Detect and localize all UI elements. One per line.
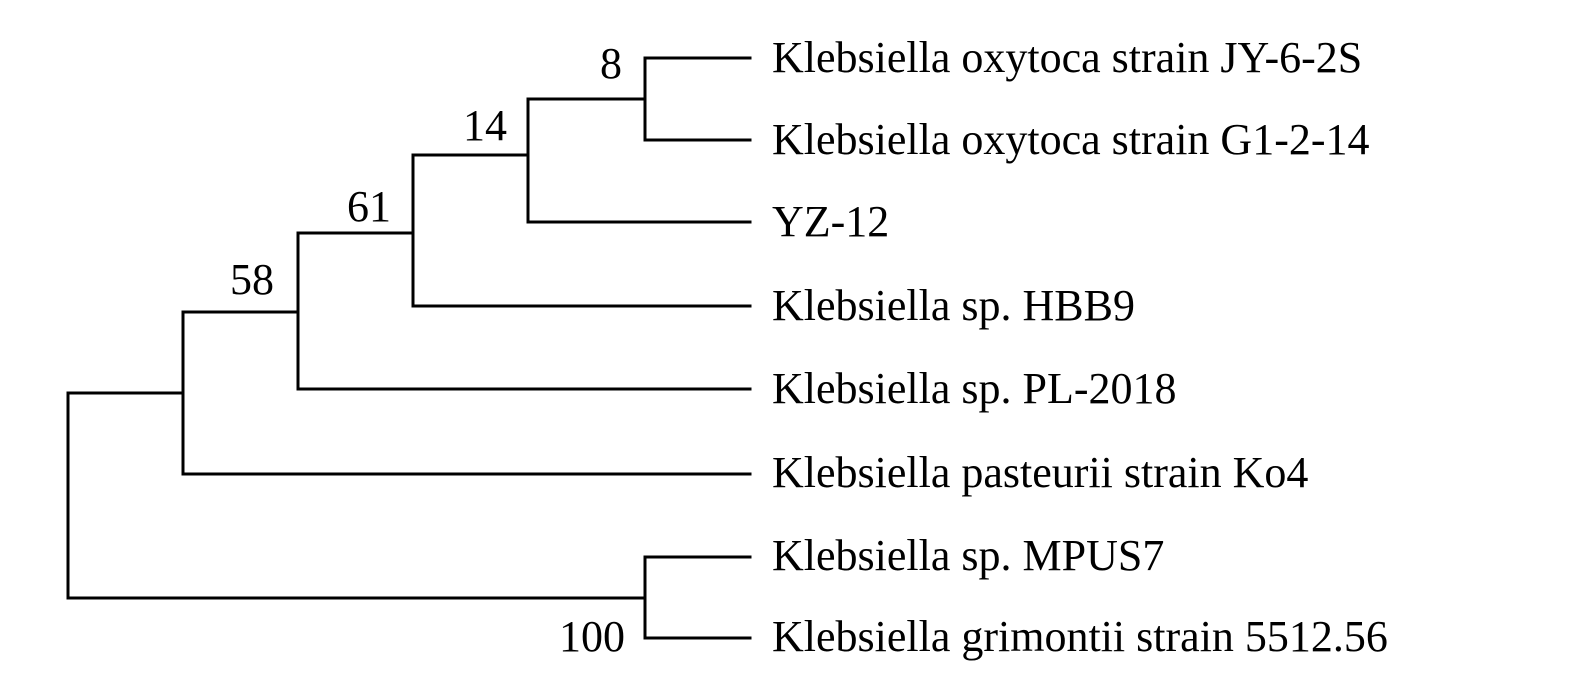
bootstrap-label-61: 61 bbox=[347, 182, 391, 231]
bootstrap-label-58: 58 bbox=[230, 255, 274, 304]
taxon-label-grimontii: Klebsiella grimontii strain 5512.56 bbox=[772, 612, 1388, 661]
taxon-label-yz-12: YZ-12 bbox=[772, 197, 889, 246]
taxon-label-mpus7: Klebsiella sp. MPUS7 bbox=[772, 531, 1164, 580]
taxon-label-pasteurii-ko4: Klebsiella pasteurii strain Ko4 bbox=[772, 448, 1308, 497]
bootstrap-label-100: 100 bbox=[559, 612, 625, 661]
bootstrap-label-14: 14 bbox=[463, 101, 507, 150]
taxon-label-g1-2-14: Klebsiella oxytoca strain G1-2-14 bbox=[772, 115, 1370, 164]
taxon-label-jy-6-2s: Klebsiella oxytoca strain JY-6-2S bbox=[772, 33, 1362, 82]
taxon-label-pl-2018: Klebsiella sp. PL-2018 bbox=[772, 364, 1177, 413]
taxon-label-hbb9: Klebsiella sp. HBB9 bbox=[772, 281, 1135, 330]
bootstrap-label-8: 8 bbox=[600, 39, 622, 88]
